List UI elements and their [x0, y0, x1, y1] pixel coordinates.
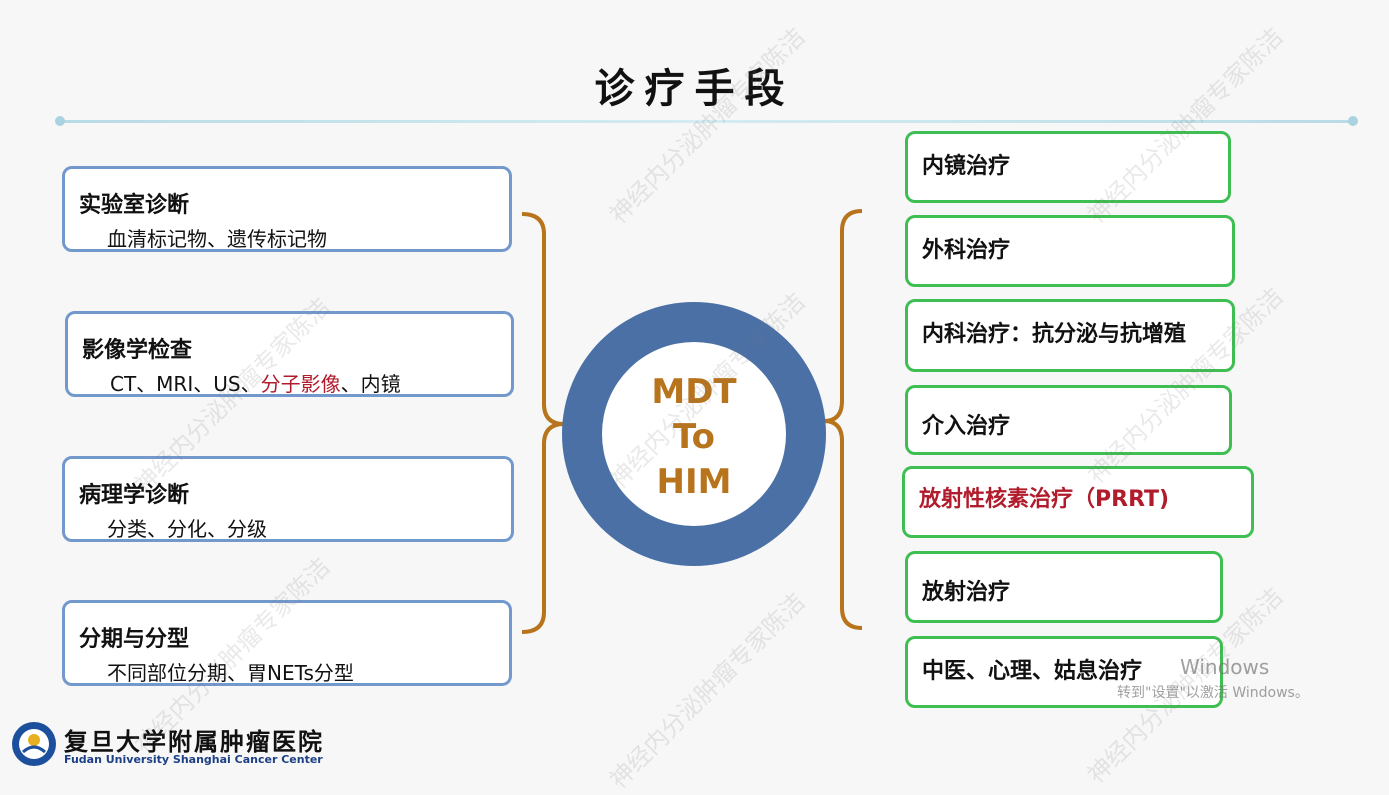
- box-imaging-detail: CT、MRI、US、分子影像、内镜: [110, 368, 401, 397]
- imaging-detail-part-a: CT、MRI、US、: [110, 372, 261, 396]
- box-tcm-palliative-label: 中医、心理、姑息治疗: [922, 659, 1143, 684]
- mdt-label-line3: HIM: [656, 462, 732, 502]
- box-prrt-therapy-label: 放射性核素治疗（PRRT): [919, 487, 1170, 512]
- mdt-label: MDT To HIM: [602, 370, 786, 505]
- box-pathology: 病理学诊断 分类、分化、分级: [62, 456, 514, 542]
- mdt-label-line2: To: [672, 417, 716, 457]
- box-surgical-therapy: 外科治疗: [905, 215, 1235, 287]
- box-lab-diagnosis-detail: 血清标记物、遗传标记物: [107, 227, 327, 251]
- mdt-ring: MDT To HIM: [562, 302, 826, 566]
- box-endoscopic-therapy: 内镜治疗: [905, 131, 1231, 203]
- divider-end-dot-left: [55, 116, 65, 126]
- box-pathology-detail: 分类、分化、分级: [107, 517, 267, 541]
- hospital-name-en: Fudan University Shanghai Cancer Center: [64, 753, 323, 766]
- activate-windows-title: Windows: [1180, 655, 1270, 679]
- box-radiotherapy: 放射治疗: [905, 551, 1223, 623]
- box-medical-therapy-label: 内科治疗：抗分泌与抗增殖: [922, 322, 1187, 347]
- imaging-detail-part-b: 、内镜: [340, 372, 401, 396]
- mdt-ring-center: MDT To HIM: [602, 342, 786, 526]
- hospital-emblem-icon: [12, 722, 56, 766]
- hospital-name-cn: 复旦大学附属肿瘤医院: [64, 727, 324, 756]
- hospital-logo: 复旦大学附属肿瘤医院 Fudan University Shanghai Can…: [10, 718, 323, 770]
- mdt-label-line1: MDT: [651, 372, 737, 412]
- box-lab-diagnosis: 实验室诊断 血清标记物、遗传标记物: [62, 166, 512, 252]
- imaging-detail-highlight: 分子影像: [260, 372, 341, 396]
- activate-windows-hint: 转到"设置"以激活 Windows。: [1117, 685, 1309, 701]
- box-interventional-therapy: 介入治疗: [905, 385, 1232, 455]
- box-imaging: 影像学检查 CT、MRI、US、分子影像、内镜: [65, 311, 514, 397]
- right-bracket: [823, 209, 863, 630]
- box-prrt-therapy: 放射性核素治疗（PRRT): [902, 466, 1254, 538]
- box-endoscopic-therapy-label: 内镜治疗: [922, 154, 1011, 179]
- left-bracket: [521, 212, 565, 634]
- box-interventional-therapy-label: 介入治疗: [922, 414, 1011, 439]
- box-lab-diagnosis-heading: 实验室诊断: [79, 193, 190, 218]
- box-staging: 分期与分型 不同部位分期、胃NETs分型: [62, 600, 512, 686]
- box-medical-therapy: 内科治疗：抗分泌与抗增殖: [905, 299, 1235, 372]
- box-pathology-heading: 病理学诊断: [79, 483, 190, 508]
- divider-end-dot-right: [1348, 116, 1358, 126]
- title-divider: [60, 120, 1354, 123]
- slide-title: 诊疗手段: [594, 66, 795, 112]
- box-staging-detail: 不同部位分期、胃NETs分型: [107, 661, 354, 685]
- box-tcm-palliative: 中医、心理、姑息治疗: [905, 636, 1223, 708]
- box-staging-heading: 分期与分型: [79, 627, 190, 652]
- box-surgical-therapy-label: 外科治疗: [922, 238, 1011, 263]
- box-radiotherapy-label: 放射治疗: [922, 580, 1011, 605]
- box-imaging-heading: 影像学检查: [82, 338, 193, 363]
